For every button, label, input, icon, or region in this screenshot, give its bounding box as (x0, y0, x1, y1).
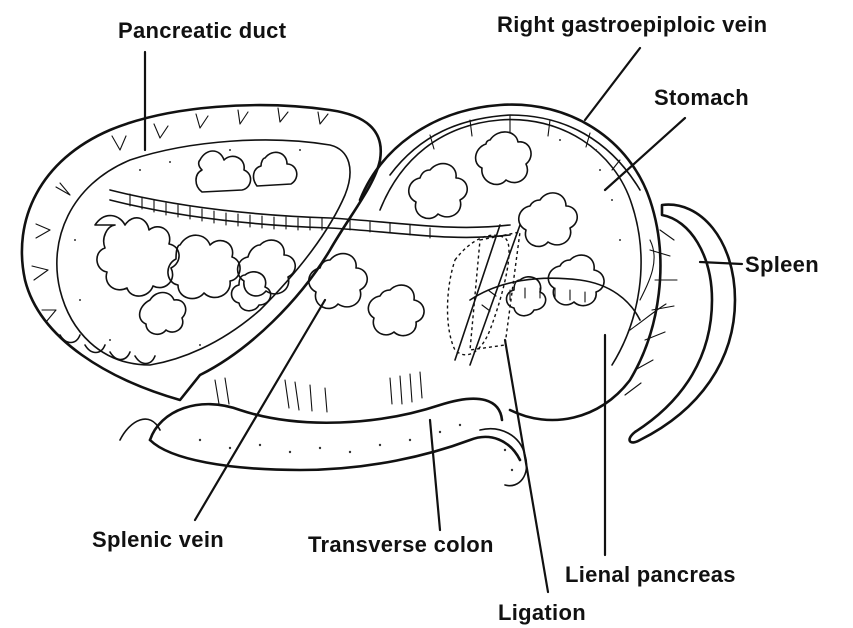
label-transverse-colon: Transverse colon (308, 532, 494, 557)
label-right-gastroepiploic-vein: Right gastroepiploic vein (497, 12, 767, 37)
leader-transverse-colon (430, 420, 440, 530)
stipple-left (74, 149, 301, 346)
leader-ligation (505, 340, 548, 592)
leader-right-gastroepiploic-vein (585, 48, 640, 120)
stomach-region (309, 105, 661, 420)
spleen (625, 205, 735, 443)
leader-stomach (605, 118, 685, 190)
label-splenic-vein: Splenic vein (92, 527, 224, 552)
leader-lines (145, 48, 742, 592)
label-spleen: Spleen (745, 252, 819, 277)
label-stomach: Stomach (654, 85, 749, 110)
label-pancreatic-duct: Pancreatic duct (118, 18, 287, 43)
label-ligation: Ligation (498, 600, 586, 625)
left-lobe (22, 105, 510, 400)
transverse-colon (120, 372, 527, 486)
label-lienal-pancreas: Lienal pancreas (565, 562, 736, 587)
stipple-colon (199, 424, 513, 471)
